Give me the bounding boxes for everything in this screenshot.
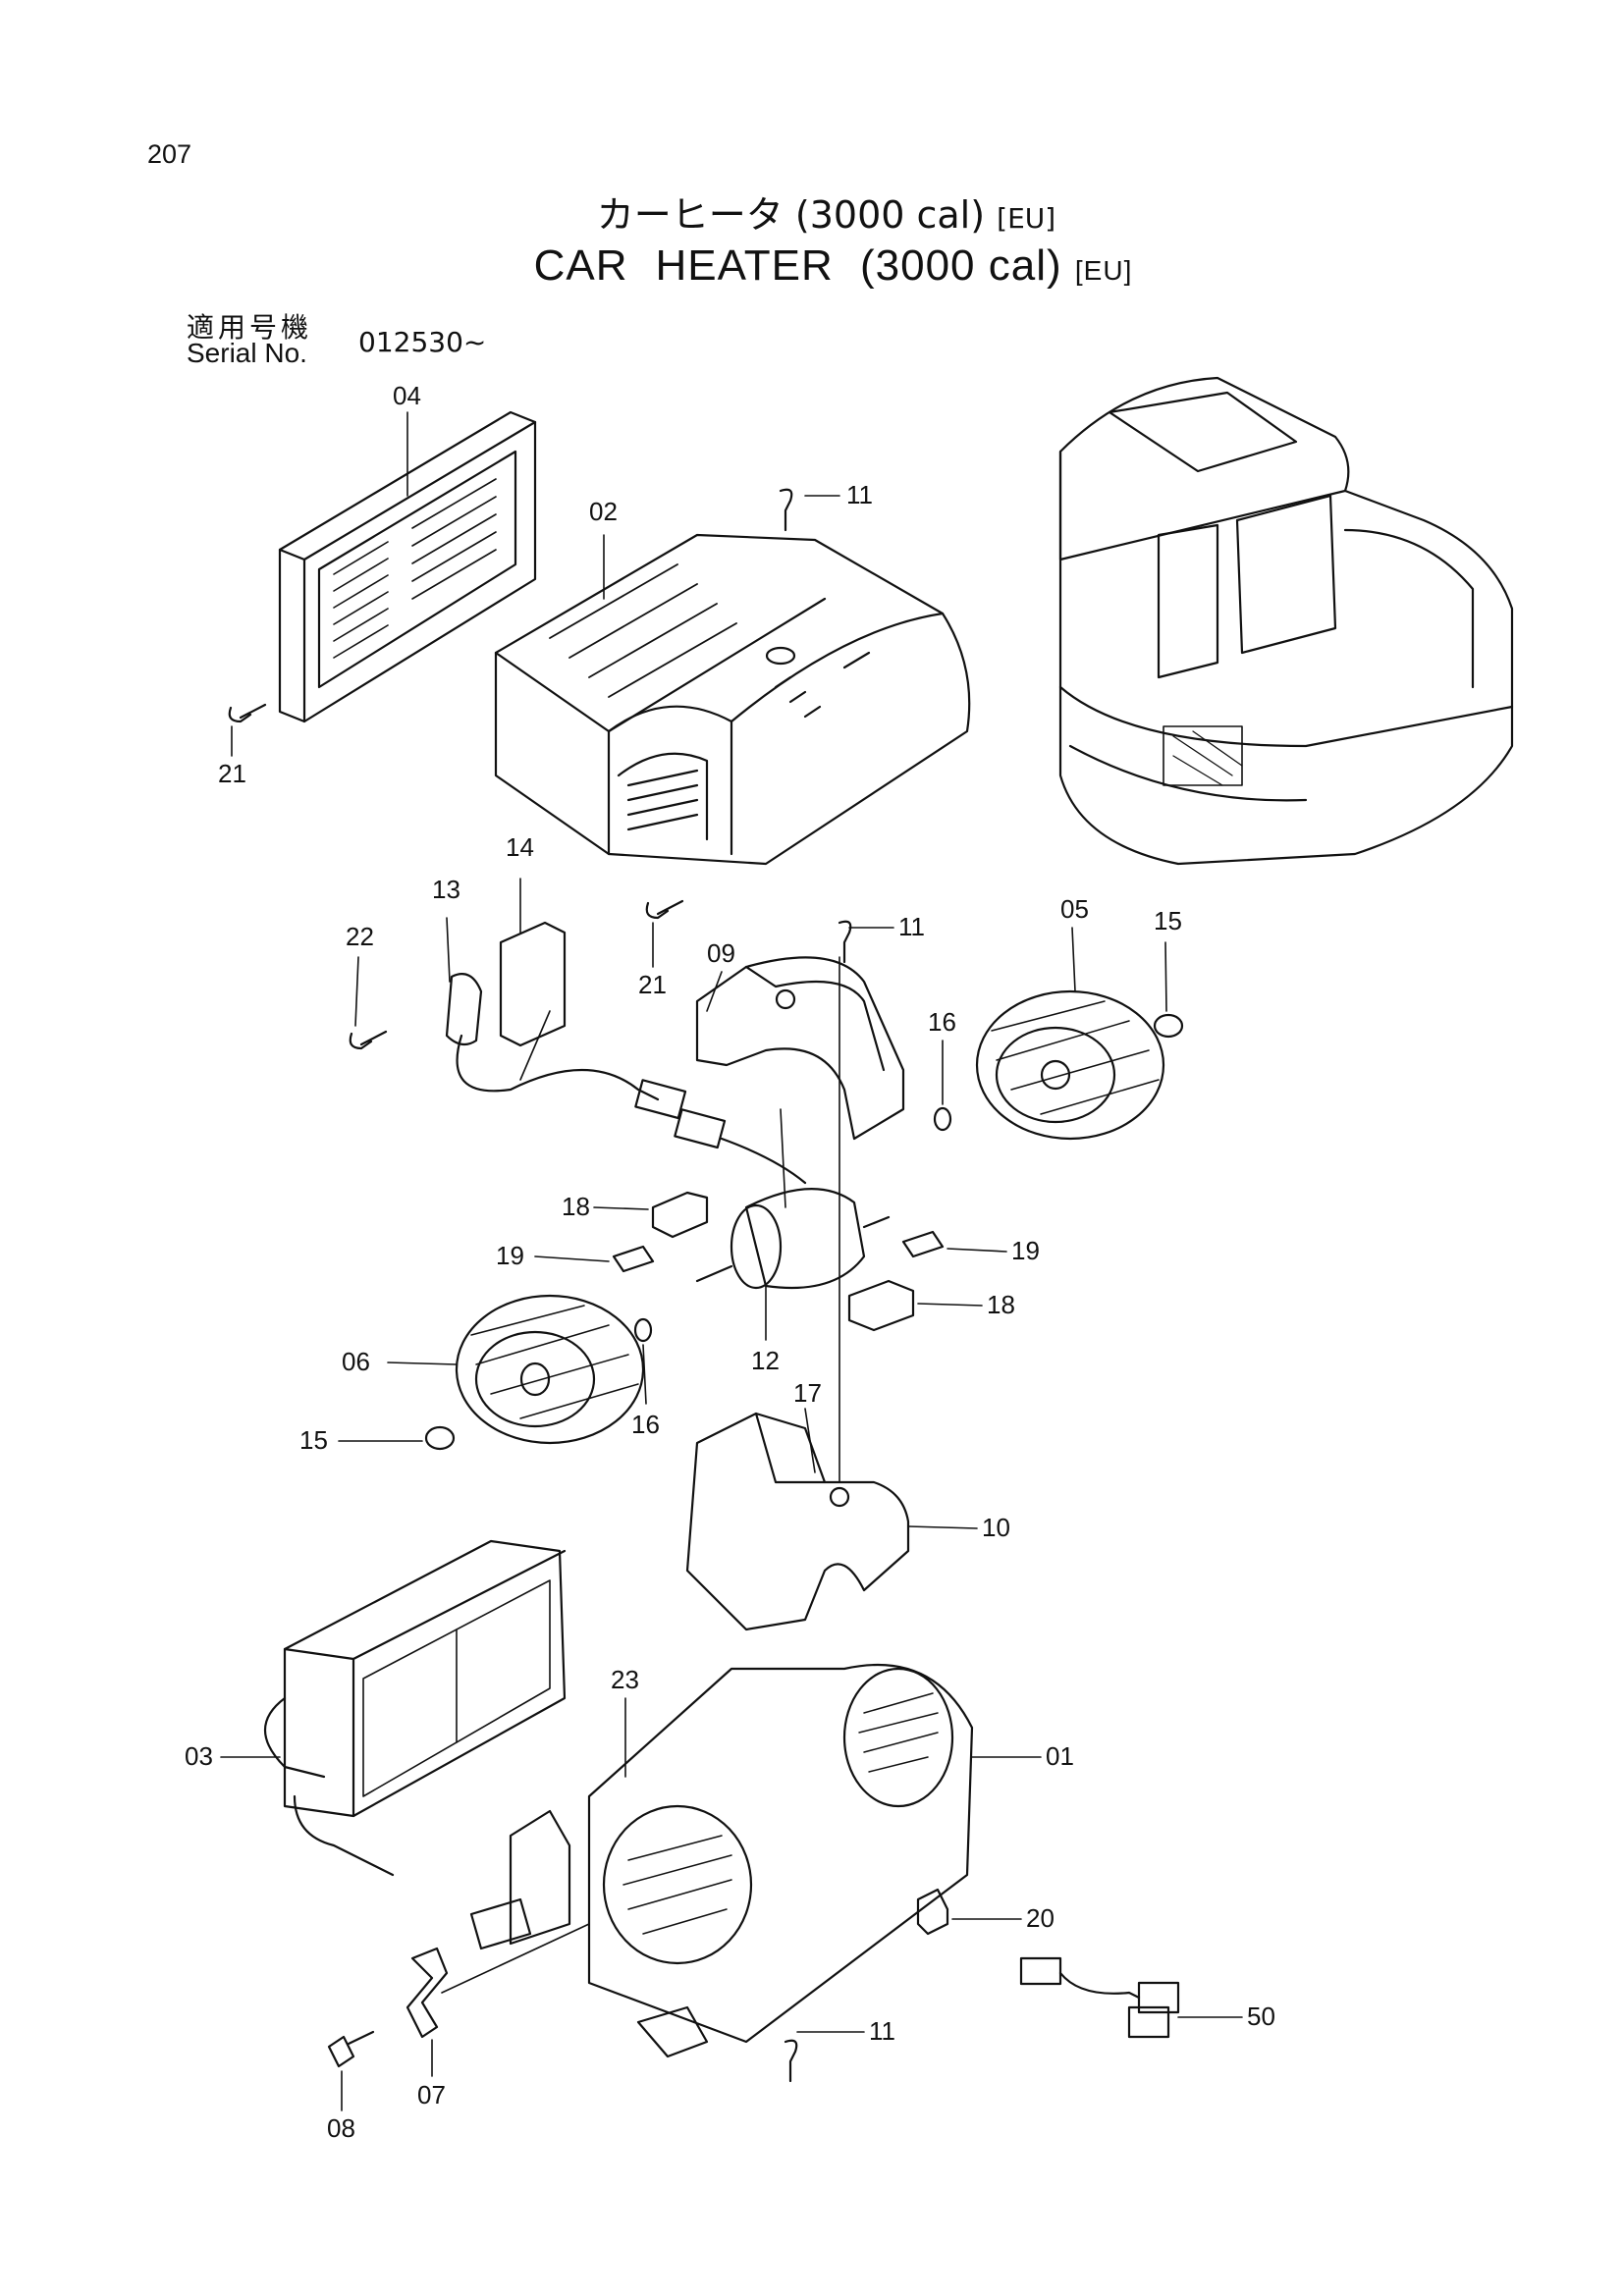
part-heater-core bbox=[263, 1539, 567, 1877]
callout-13: 13 bbox=[432, 875, 460, 904]
part-screws bbox=[228, 488, 852, 2083]
callout-16-left: 16 bbox=[631, 1410, 660, 1439]
part-mount-rubber-upper bbox=[651, 1191, 709, 1239]
callout-18-upper: 18 bbox=[562, 1192, 590, 1221]
callout-03: 03 bbox=[185, 1741, 213, 1771]
part-mount-pad-left bbox=[612, 1245, 655, 1273]
title-en-word2: HEATER bbox=[655, 241, 834, 290]
title-jp-region: [EU] bbox=[997, 202, 1056, 235]
callout-04: 04 bbox=[393, 381, 421, 410]
callout-11-middle: 11 bbox=[898, 912, 925, 941]
title-jp-spec: (3000 cal) bbox=[794, 193, 986, 237]
callout-21-left: 21 bbox=[218, 759, 246, 788]
part-clamp bbox=[406, 1947, 449, 2039]
title-en-spec: (3000 cal) bbox=[859, 241, 1062, 290]
callout-14: 14 bbox=[506, 832, 534, 862]
callout-01: 01 bbox=[1046, 1741, 1074, 1771]
part-bolt bbox=[327, 2030, 375, 2068]
part-nut-lower bbox=[424, 1425, 456, 1451]
title-en-word1: CAR bbox=[533, 241, 628, 290]
callout-08: 08 bbox=[327, 2113, 355, 2143]
callout-07: 07 bbox=[417, 2080, 446, 2109]
callout-11-bottom: 11 bbox=[869, 2016, 895, 2046]
part-washer-upper bbox=[933, 1106, 952, 1132]
callout-17: 17 bbox=[793, 1378, 822, 1408]
part-mount-rubber-lower bbox=[847, 1279, 915, 1332]
title-jp-text: カーヒータ bbox=[596, 193, 784, 237]
part-lower-scroll bbox=[685, 1412, 910, 1631]
callout-23: 23 bbox=[611, 1665, 639, 1694]
callout-50: 50 bbox=[1247, 2002, 1275, 2031]
title-en-region: [EU] bbox=[1074, 255, 1133, 286]
part-blower-motor bbox=[695, 1188, 891, 1290]
part-upper-scroll bbox=[695, 956, 905, 1141]
part-mount-pad-right bbox=[901, 1230, 945, 1258]
serial-label-jp: 適用号機 bbox=[187, 311, 313, 344]
callout-19-left: 19 bbox=[496, 1241, 524, 1270]
callout-22: 22 bbox=[346, 922, 374, 951]
leader-lines bbox=[220, 411, 1243, 2111]
part-resistor-bracket bbox=[445, 921, 807, 1185]
part-upper-cover bbox=[494, 533, 971, 866]
part-blower-wheel-left bbox=[455, 1294, 645, 1445]
callout-19-right: 19 bbox=[1011, 1236, 1040, 1265]
serial-label-en: Serial No. bbox=[187, 338, 307, 368]
part-wire-harness bbox=[1019, 1956, 1180, 2039]
callout-06: 06 bbox=[342, 1347, 370, 1376]
callout-16-right: 16 bbox=[928, 1007, 956, 1037]
title-english: CAR HEATER (3000 cal) [EU] bbox=[0, 241, 1623, 291]
callout-02: 02 bbox=[589, 497, 618, 526]
callout-12: 12 bbox=[751, 1346, 780, 1375]
part-grommet bbox=[916, 1888, 949, 1936]
callout-20: 20 bbox=[1026, 1903, 1055, 1933]
callout-09: 09 bbox=[707, 938, 735, 968]
callout-18-lower: 18 bbox=[987, 1290, 1015, 1319]
part-lower-case bbox=[469, 1663, 974, 2058]
cab-illustration bbox=[1058, 376, 1514, 866]
callout-15-left: 15 bbox=[299, 1425, 328, 1455]
part-nut-upper bbox=[1153, 1013, 1184, 1039]
callout-11-top: 11 bbox=[846, 480, 873, 509]
serial-value: 012530~ bbox=[358, 326, 487, 358]
part-washer-lower bbox=[633, 1317, 653, 1343]
callout-05: 05 bbox=[1060, 894, 1089, 924]
part-filter-panel bbox=[278, 410, 537, 723]
title-japanese: カーヒータ (3000 cal) [EU] bbox=[0, 185, 1623, 239]
callout-labels: 04 02 11 21 21 14 13 22 11 09 05 15 16 1… bbox=[185, 381, 1275, 2143]
callout-10: 10 bbox=[982, 1513, 1010, 1542]
callout-21-middle: 21 bbox=[638, 970, 667, 999]
page-number: 207 bbox=[147, 139, 192, 169]
callout-15-right: 15 bbox=[1154, 906, 1182, 935]
part-blower-wheel-right bbox=[975, 989, 1165, 1141]
